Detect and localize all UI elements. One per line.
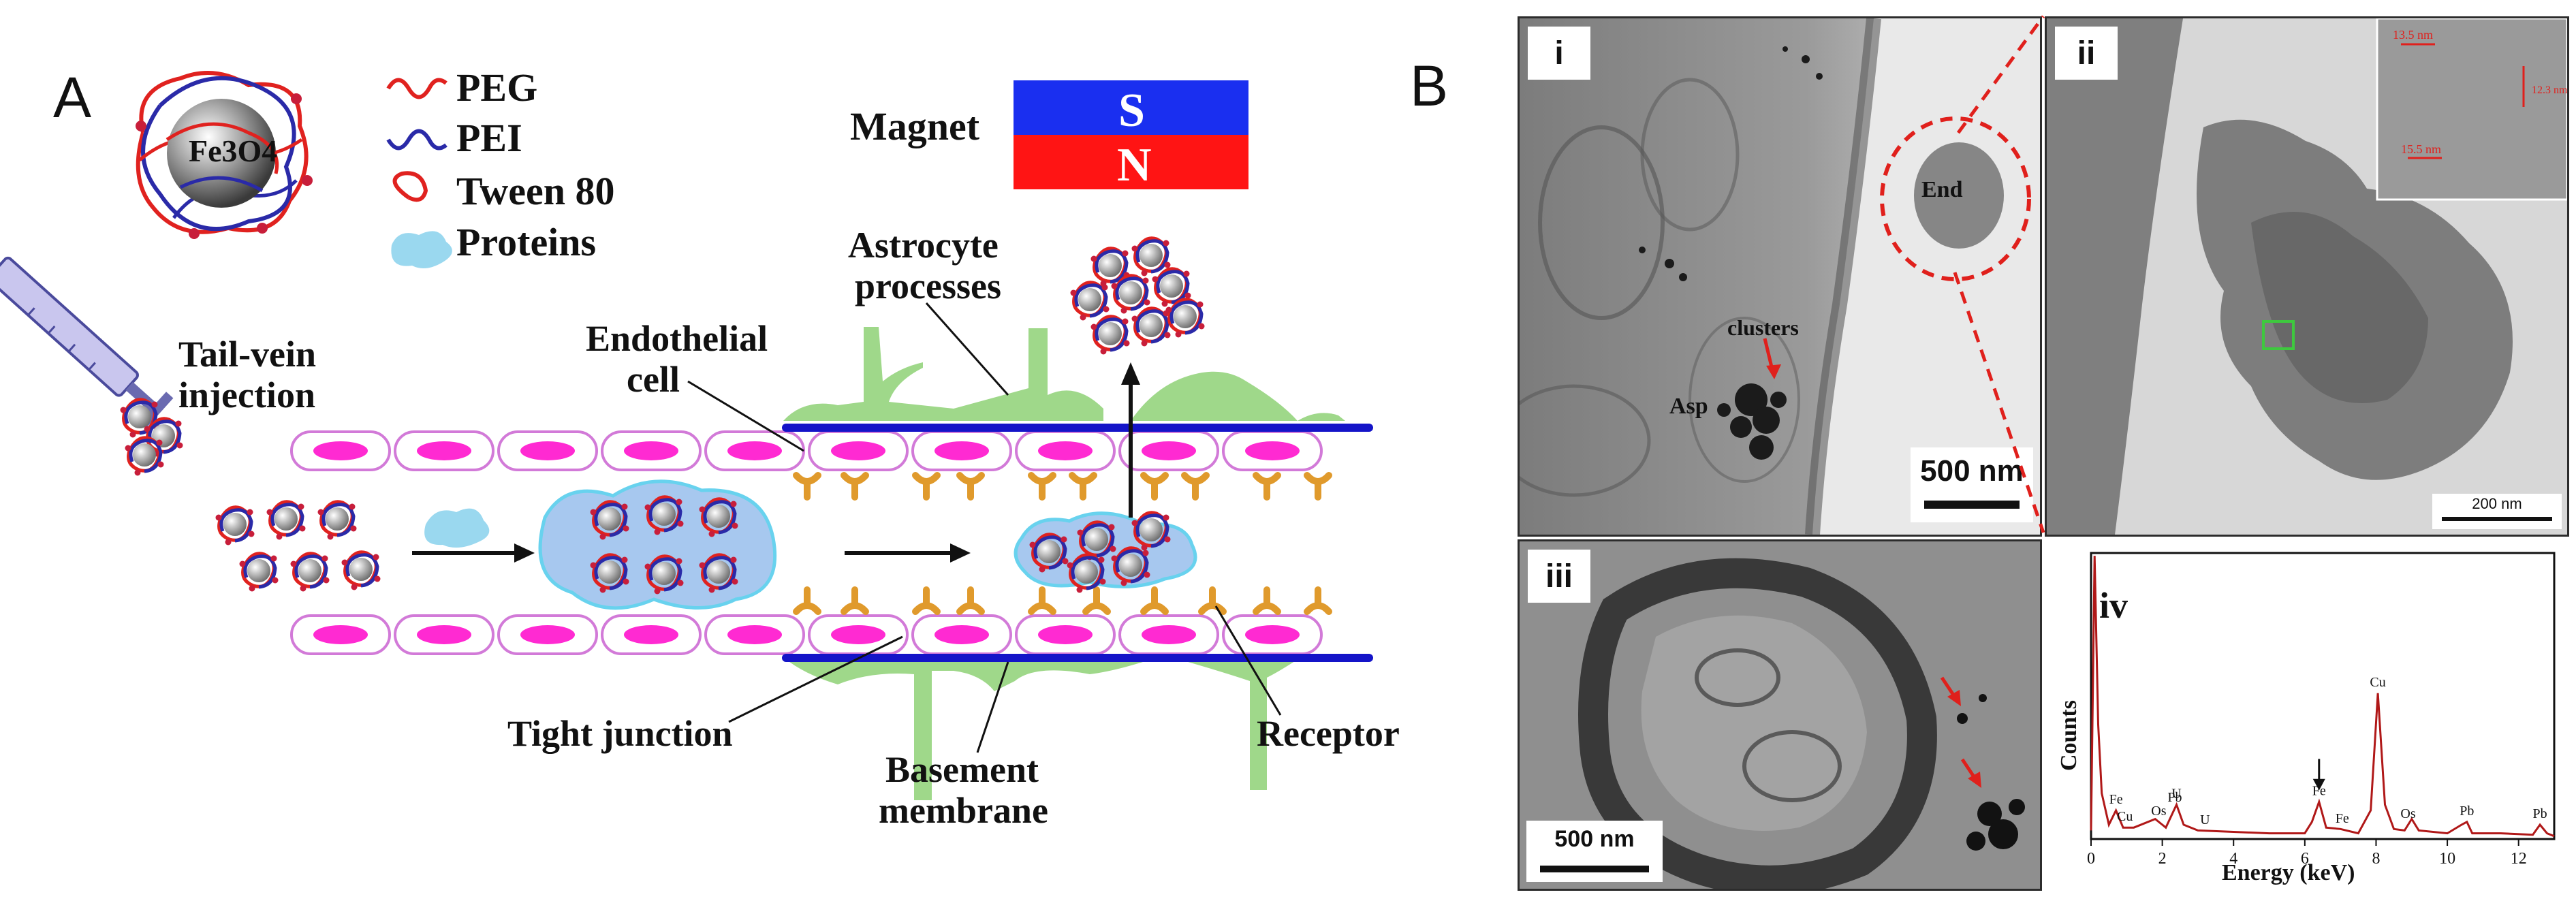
free-nanoparticles: [216, 502, 381, 592]
scale-bar-ii-text: 200 nm: [2472, 495, 2522, 512]
eds-xtick-label: 2: [2158, 850, 2167, 868]
eds-xtick-label: 0: [2087, 850, 2095, 868]
arrow-up: [1121, 362, 1140, 518]
arrow-1: [412, 543, 535, 563]
scale-bar-ii: 200 nm: [2432, 494, 2562, 529]
eds-peak-label: Fe: [2336, 811, 2349, 826]
magnet-south-pole: [1014, 80, 1248, 135]
eds-xtick-label: 8: [2372, 850, 2380, 868]
scale-bar-iii-text: 500 nm: [1554, 826, 1635, 852]
micrograph-iii-label: iii: [1528, 550, 1590, 603]
magnet-aggregate: [1071, 238, 1205, 355]
scale-bar-i: 500 nm: [1911, 447, 2033, 522]
eds-peak-label: Os: [2400, 806, 2415, 821]
endothelial-cells-bottom: [290, 614, 1323, 655]
eds-ylabel: Counts: [2056, 700, 2082, 771]
eds-peak-label: Fe: [2109, 792, 2123, 807]
magnet-s-letter: S: [1118, 84, 1145, 137]
inset-label-3: 15.5 nm: [2401, 142, 2441, 156]
arrow-2: [845, 543, 971, 563]
basement-pointer: [976, 661, 1009, 753]
protein-legend-icon: [391, 231, 452, 268]
panel-b-letter: B: [1410, 54, 1449, 118]
tail-vein-label-line2: injection: [178, 375, 315, 415]
eds-panel-label: iv: [2099, 585, 2128, 626]
micrograph-ii: 13.5 nm 12.3 nm 15.5 nm ii 200 nm: [2045, 16, 2569, 537]
eds-series-line: [2090, 556, 2555, 838]
basement-label-line2: membrane: [879, 790, 1048, 831]
fe-peak-arrowhead: [2312, 778, 2325, 791]
inset-label-2: 12.3 nm: [2532, 84, 2567, 96]
eds-xtick-label: 12: [2511, 850, 2527, 868]
tight-junction-pointer: [728, 635, 903, 723]
legend-peg: PEG: [456, 65, 537, 110]
micrograph-iii: iii 500 nm: [1518, 539, 2042, 891]
tight-junction-label: Tight junction: [507, 713, 733, 754]
eds-xtick-label: 6: [2301, 850, 2309, 868]
endothelial-cells-top: [290, 430, 1323, 471]
peg-legend-icon: [386, 78, 447, 99]
micrograph-ii-label: ii: [2055, 27, 2118, 80]
small-protein-blob: [424, 508, 490, 548]
eds-xtick-label: 10: [2439, 850, 2455, 868]
receptor-pointer: [1214, 605, 1282, 716]
receptors-top: [796, 475, 1329, 497]
astrocyte-processes-bottom: [783, 657, 1301, 800]
astrocyte-label-line2: processes: [855, 266, 1001, 306]
panel-a-letter: A: [53, 65, 92, 129]
asp-label: Asp: [1669, 394, 1708, 419]
basement-label-line1: Basement: [885, 749, 1039, 790]
eds-plot-frame: [2090, 552, 2556, 840]
basement-membrane-bottom: [782, 654, 1373, 662]
pei-legend-icon: [386, 129, 447, 151]
end-region-circle: [1880, 116, 2031, 281]
legend-nanoparticle: Fe3O4: [136, 71, 313, 239]
tail-vein-label-line1: Tail-vein: [178, 334, 316, 375]
inset-label-1: 13.5 nm: [2393, 28, 2433, 42]
scale-bar-iii: 500 nm: [1526, 821, 1663, 882]
endothelial-label-line2: cell: [627, 359, 680, 400]
eds-peak-label: Cu: [2370, 675, 2385, 690]
receptors-bottom: [796, 590, 1329, 612]
endothelial-pointer: [687, 380, 804, 452]
legend-proteins: Proteins: [456, 220, 596, 264]
eds-peak-label: Os: [2151, 804, 2166, 819]
eds-peak-label: Pb: [2460, 804, 2474, 819]
micrograph-i-label: i: [1528, 27, 1590, 80]
eds-peak-label: Cu: [2117, 809, 2133, 824]
end-label: End: [1921, 177, 1963, 202]
eds-xlabel: Energy (keV): [2222, 860, 2355, 885]
syringe-icon: [0, 256, 174, 429]
micrograph-i: End clusters Asp i 500 nm: [1518, 16, 2042, 537]
astrocyte-processes-top: [783, 327, 1345, 421]
eds-peak-label: Pb: [2167, 790, 2182, 805]
astrocyte-label-line1: Astrocyte: [848, 225, 999, 266]
tween-legend-icon: [392, 171, 428, 202]
legend-core-label: Fe3O4: [189, 133, 277, 168]
magnet-label: Magnet: [850, 104, 980, 148]
magnet-n-letter: N: [1117, 139, 1152, 191]
legend-pei: PEI: [456, 116, 522, 160]
eds-peak-label: U: [2171, 787, 2182, 802]
endothelial-label-line1: Endothelial: [586, 318, 768, 359]
magnet-north-pole: [1014, 135, 1248, 189]
eds-xtick-label: 4: [2229, 850, 2237, 868]
eds-peak-label: Fe: [2312, 783, 2326, 798]
eds-peak-label: U: [2200, 812, 2210, 827]
astrocyte-pointer: [925, 302, 1009, 396]
scale-bar-i-text: 500 nm: [1920, 454, 2024, 488]
clusters-label: clusters: [1727, 315, 1799, 340]
panel-a-diagram: Fe3O4 PEG PEI Tween 80 Proteins Magnet S…: [0, 65, 1400, 831]
eds-peak-label: Pb: [2533, 806, 2547, 821]
legend-tween: Tween 80: [456, 169, 615, 213]
receptor-label: Receptor: [1257, 713, 1400, 754]
basement-membrane-top: [782, 424, 1373, 432]
